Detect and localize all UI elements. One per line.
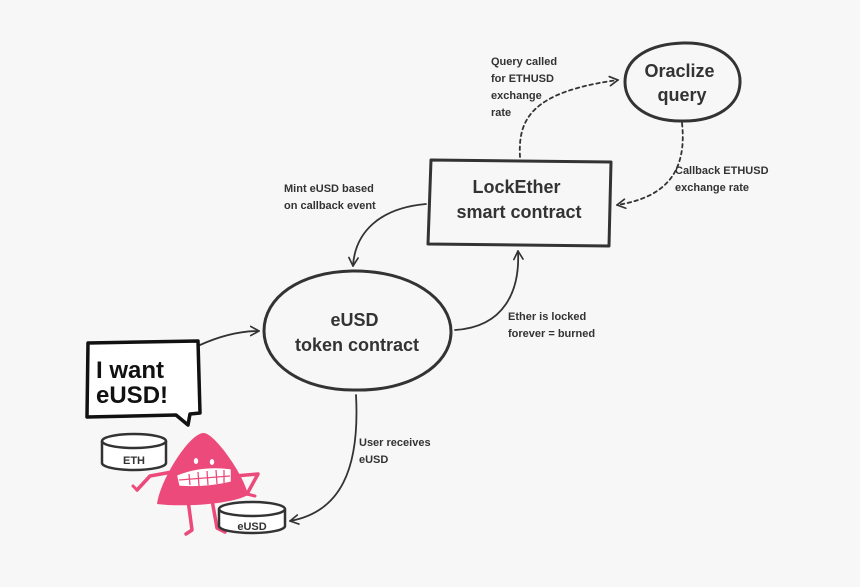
speech-bubble-text: I want eUSD! xyxy=(96,357,171,409)
ether-locked-line-2: forever = burned xyxy=(508,328,595,340)
lockether-node-line-1: LockEther xyxy=(472,177,560,197)
mascot-icon xyxy=(131,432,260,536)
eusd-coin-label: eUSD xyxy=(237,521,266,533)
query-called-line-1: Query called xyxy=(491,56,557,68)
callback-line-2: exchange rate xyxy=(675,182,749,194)
lockether-node-label: LockEther smart contract xyxy=(456,177,581,222)
oracle-node-line-2: query xyxy=(657,85,706,105)
eusd-node-label: eUSD token contract xyxy=(295,310,419,355)
speech-bubble-line-1: I want xyxy=(96,357,164,384)
user-receives-line-1: User receives xyxy=(359,437,431,449)
eusd-coin-icon: eUSD xyxy=(217,500,287,535)
eusd-node-line-1: eUSD xyxy=(330,310,378,330)
speech-bubble-icon: I want eUSD! xyxy=(85,339,202,427)
lockether-node-line-2: smart contract xyxy=(456,202,581,222)
oracle-node: Oraclize query xyxy=(623,41,742,123)
oracle-node-line-1: Oraclize xyxy=(644,61,714,81)
callback-line-1: Callback ETHUSD xyxy=(675,165,769,177)
callback-arrow xyxy=(616,122,684,210)
eth-coin-icon: ETH xyxy=(100,432,168,472)
query-called-line-3: exchange xyxy=(491,90,542,102)
speech-bubble-line-2: eUSD! xyxy=(96,382,168,409)
user-request-arrow xyxy=(199,325,260,346)
query-called-line-4: rate xyxy=(491,107,511,119)
mint-line-2: on callback event xyxy=(284,200,376,212)
eth-coin-label: ETH xyxy=(123,455,145,467)
oracle-node-label: Oraclize query xyxy=(644,61,719,105)
eusd-node: eUSD token contract xyxy=(262,269,453,392)
ether-locked-label: Ether is locked forever = burned xyxy=(508,311,595,340)
user-receives-label: User receives eUSD xyxy=(359,437,434,466)
user-receives-line-2: eUSD xyxy=(359,454,388,466)
callback-label: Callback ETHUSD exchange rate xyxy=(675,165,772,194)
lockether-node: LockEther smart contract xyxy=(426,158,613,248)
mint-line-1: Mint eUSD based xyxy=(284,183,374,195)
ether-locked-line-1: Ether is locked xyxy=(508,311,586,323)
query-called-label: Query called for ETHUSD exchange rate xyxy=(491,56,560,119)
eusd-node-line-2: token contract xyxy=(295,335,419,355)
ether-locked-arrow xyxy=(454,250,524,331)
mint-arrow xyxy=(348,203,427,267)
query-called-line-2: for ETHUSD xyxy=(491,73,554,85)
mint-label: Mint eUSD based on callback event xyxy=(284,183,377,212)
user-receives-arrow xyxy=(289,394,358,525)
query-called-arrow xyxy=(518,75,619,158)
